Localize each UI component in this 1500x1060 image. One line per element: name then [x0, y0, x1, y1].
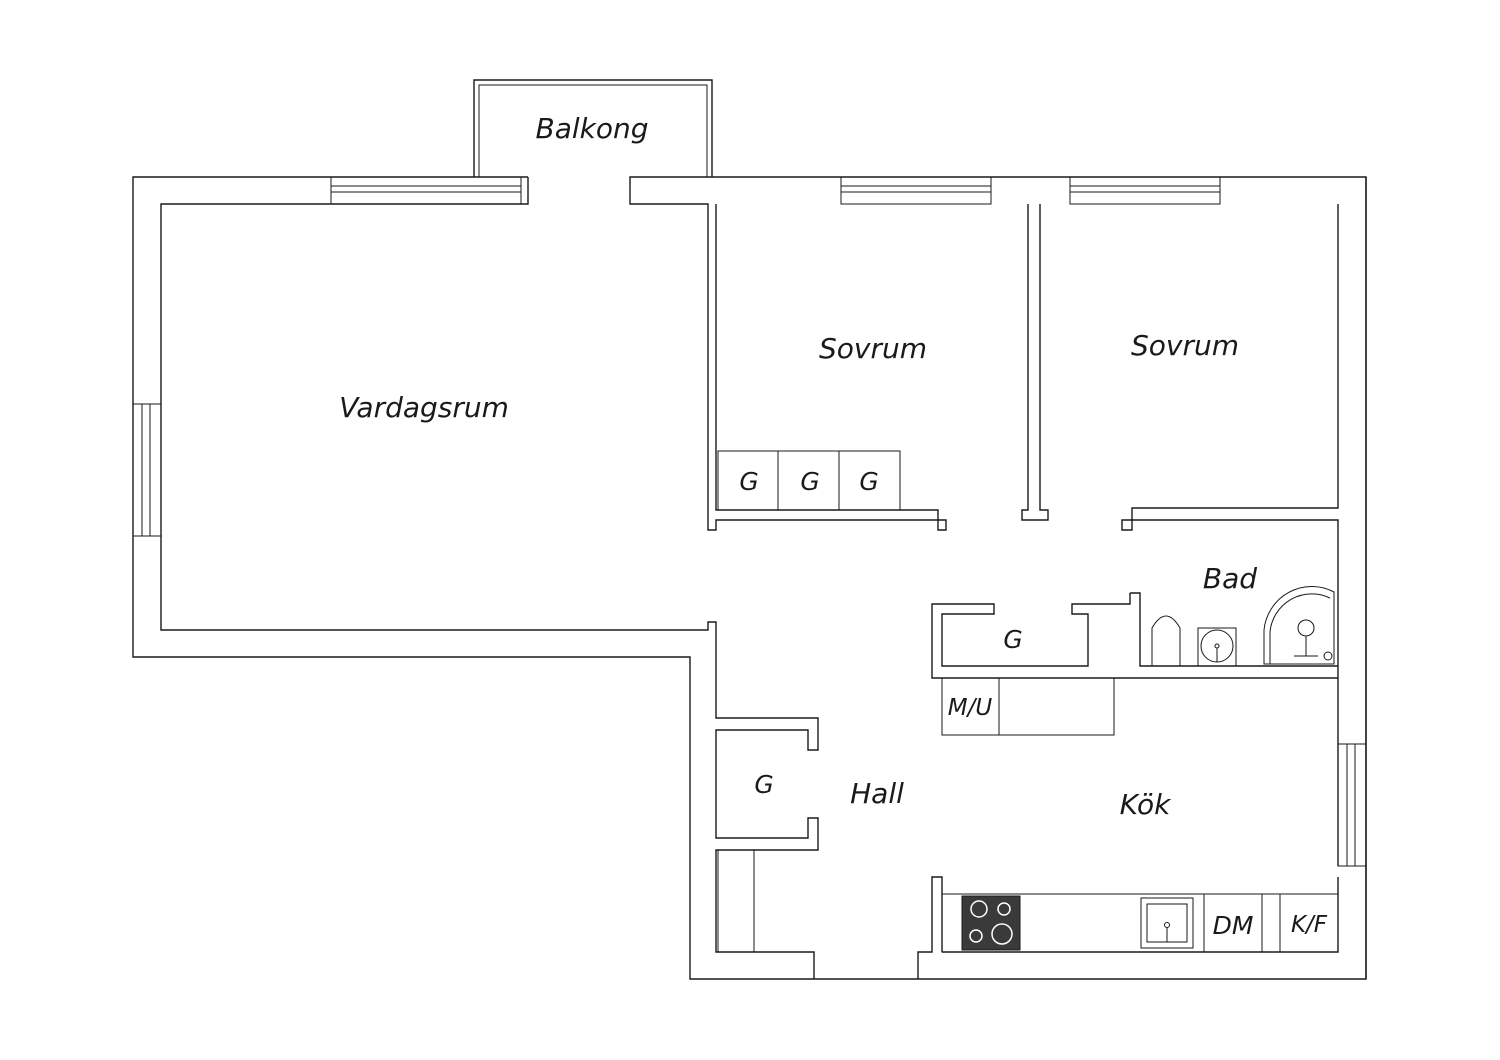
wardrobe-label: G — [800, 467, 819, 496]
fridge-freezer-label: K/F — [1291, 912, 1328, 938]
living-room-label: Vardagsrum — [339, 391, 509, 424]
hall-label: Hall — [850, 777, 904, 810]
bedroom-partition — [1021, 204, 1049, 521]
exterior-walls — [132, 176, 1367, 980]
kitchen-counter — [941, 893, 1339, 953]
balcony-label: Balkong — [535, 112, 648, 145]
bedroom-2-label: Sovrum — [1131, 329, 1239, 362]
kitchen-label: Kök — [1120, 788, 1172, 821]
washer-dryer-label: M/U — [948, 695, 993, 721]
bathroom-block — [931, 586, 1338, 679]
wardrobe-label: G — [739, 467, 758, 496]
balcony — [473, 79, 713, 177]
wardrobe-label: G — [859, 467, 878, 496]
bedroom-1-label: Sovrum — [819, 332, 927, 365]
windows — [132, 176, 1367, 867]
wardrobe-label: G — [754, 770, 773, 799]
bathroom-label: Bad — [1203, 562, 1257, 595]
laundry-counter — [941, 677, 1115, 736]
bedroom-wardrobes — [717, 450, 901, 511]
wardrobe-label: G — [1003, 625, 1022, 654]
hall-cabinet — [717, 849, 755, 953]
dishwasher-label: DM — [1213, 911, 1254, 940]
